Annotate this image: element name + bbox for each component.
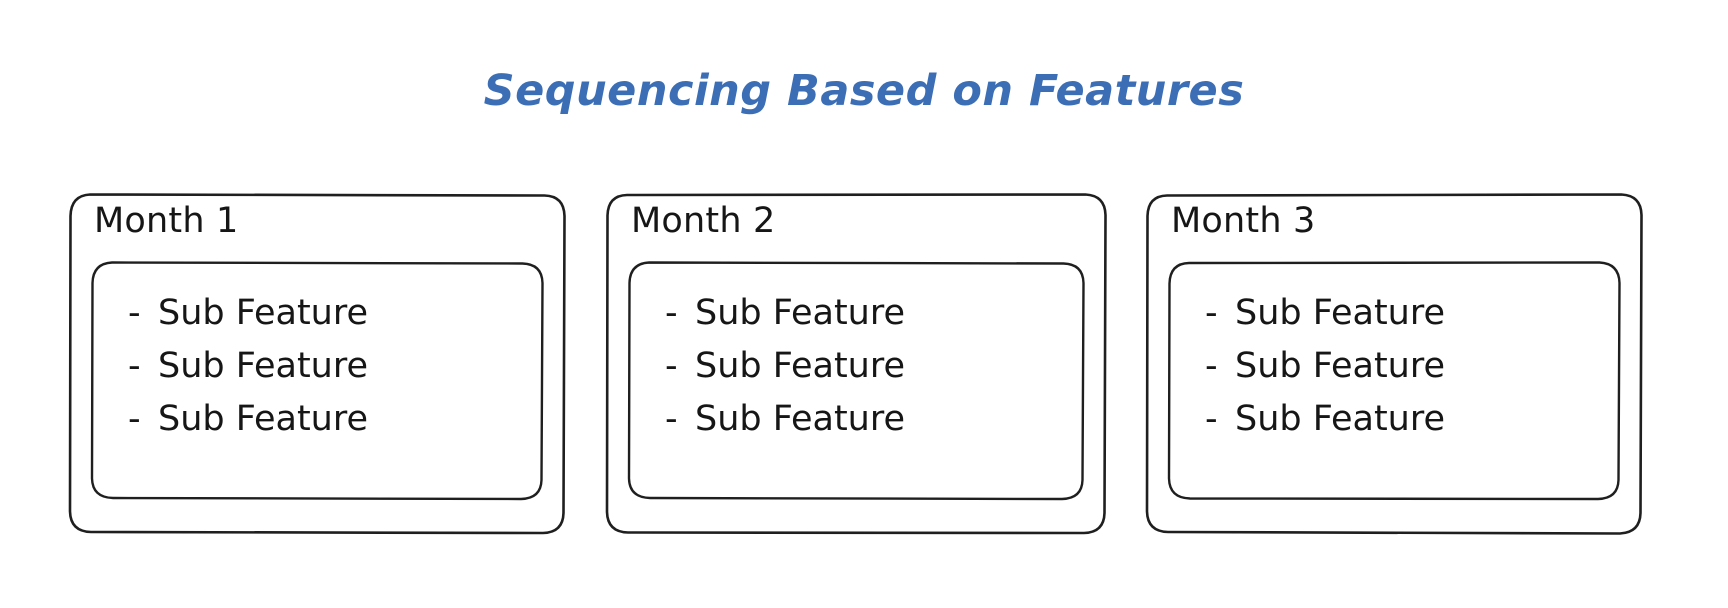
list-item-label: Sub Feature (695, 346, 905, 386)
month-label: Month 1 (94, 201, 239, 241)
bullet-dash: - (665, 293, 678, 333)
month-card[interactable]: Month 3 - Sub Feature - Sub Feature - S (1145, 193, 1643, 535)
list-item-label: Sub Feature (158, 293, 368, 333)
bullet-dash: - (128, 293, 141, 333)
list-item: - Sub Feature (128, 287, 534, 340)
list-item: - Sub Feature (665, 393, 1075, 446)
list-item: - Sub Feature (128, 393, 534, 446)
list-item: - Sub Feature (1205, 393, 1611, 446)
month-card[interactable]: Month 2 - Sub Feature - Sub Feature - S (605, 193, 1107, 535)
month-label: Month 2 (631, 201, 776, 241)
bullet-dash: - (1205, 399, 1218, 439)
list-item-label: Sub Feature (158, 346, 368, 386)
feature-list: - Sub Feature - Sub Feature - Sub Featur… (665, 287, 1075, 446)
feature-list: - Sub Feature - Sub Feature - Sub Featur… (1205, 287, 1611, 446)
bullet-dash: - (1205, 346, 1218, 386)
bullet-dash: - (665, 346, 678, 386)
list-item: - Sub Feature (128, 340, 534, 393)
bullet-dash: - (665, 399, 678, 439)
features-container: - Sub Feature - Sub Feature - Sub Featur… (627, 261, 1085, 501)
list-item-label: Sub Feature (1235, 293, 1445, 333)
features-container: - Sub Feature - Sub Feature - Sub Featur… (1167, 261, 1621, 501)
month-label: Month 3 (1171, 201, 1316, 241)
list-item-label: Sub Feature (1235, 346, 1445, 386)
list-item: - Sub Feature (1205, 287, 1611, 340)
feature-list: - Sub Feature - Sub Feature - Sub Featur… (128, 287, 534, 446)
bullet-dash: - (128, 346, 141, 386)
features-container: - Sub Feature - Sub Feature - Sub Featur… (90, 261, 544, 501)
month-card[interactable]: Month 1 - Sub Feature - Sub Feature - S (68, 193, 566, 535)
list-item-label: Sub Feature (695, 293, 905, 333)
bullet-dash: - (128, 399, 141, 439)
bullet-dash: - (1205, 293, 1218, 333)
page-title: Sequencing Based on Features (483, 66, 1245, 116)
list-item: - Sub Feature (665, 287, 1075, 340)
list-item: - Sub Feature (1205, 340, 1611, 393)
list-item-label: Sub Feature (1235, 399, 1445, 439)
list-item-label: Sub Feature (158, 399, 368, 439)
list-item: - Sub Feature (665, 340, 1075, 393)
list-item-label: Sub Feature (695, 399, 905, 439)
